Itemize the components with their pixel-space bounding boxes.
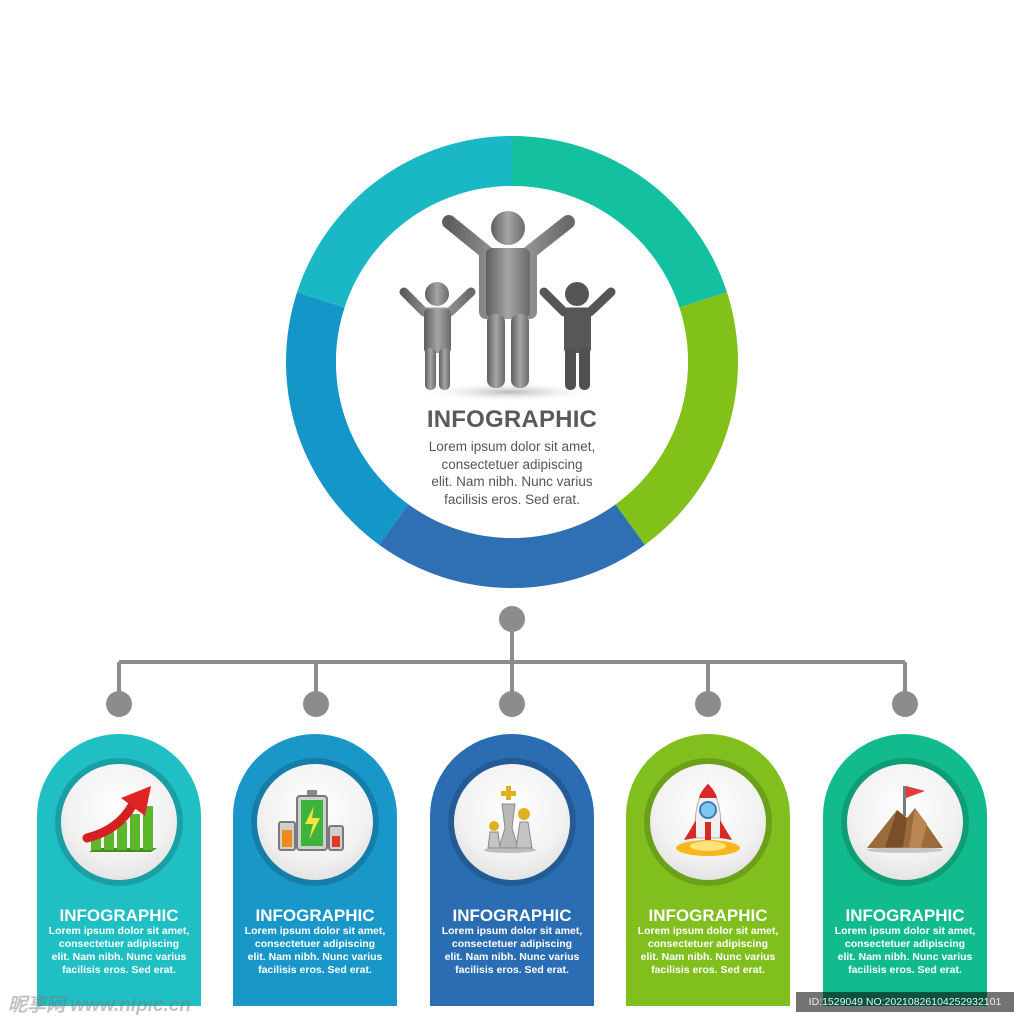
card-body-line: consectetuer adipiscing: [451, 938, 573, 950]
connector-node: [499, 691, 525, 717]
card-body-line: facilisis eros. Sed erat.: [62, 964, 176, 976]
ring-segment: [379, 504, 645, 589]
card-title: INFOGRAPHIC: [59, 906, 179, 925]
hub-body-line: facilisis eros. Sed erat.: [444, 491, 580, 507]
card-icon-frame: [251, 758, 379, 886]
family-icon: [399, 211, 616, 402]
card-body-line: elit. Nam nibh. Nunc varius: [640, 951, 776, 963]
hub-body: Lorem ipsum dolor sit amet, consectetuer…: [362, 438, 662, 508]
ring-segment: [286, 292, 409, 545]
card-body-line: Lorem ipsum dolor sit amet,: [48, 925, 190, 937]
card-body: Lorem ipsum dolor sit amet, consectetuer…: [43, 925, 195, 977]
battery-icon: [278, 790, 344, 851]
card-body-line: facilisis eros. Sed erat.: [455, 964, 569, 976]
card-icon-frame: [55, 758, 183, 886]
card-body: Lorem ipsum dolor sit amet, consectetuer…: [829, 925, 981, 977]
card-icon-frame: [841, 758, 969, 886]
growth-chart-icon: [82, 786, 157, 852]
connector-node: [695, 691, 721, 717]
connector-node: [303, 691, 329, 717]
hub-caption: INFOGRAPHIC Lorem ipsum dolor sit amet, …: [362, 406, 662, 508]
hub-ring: [286, 136, 739, 589]
card-body-line: Lorem ipsum dolor sit amet,: [834, 925, 976, 937]
card-body-line: elit. Nam nibh. Nunc varius: [247, 951, 383, 963]
card-body-line: consectetuer adipiscing: [844, 938, 966, 950]
card-body: Lorem ipsum dolor sit amet, consectetuer…: [239, 925, 391, 977]
card-goal: INFOGRAPHIC Lorem ipsum dolor sit amet, …: [823, 734, 987, 1006]
hub-body-line: elit. Nam nibh. Nunc varius: [431, 474, 593, 489]
card-launch: INFOGRAPHIC Lorem ipsum dolor sit amet, …: [626, 734, 790, 1006]
card-title: INFOGRAPHIC: [452, 906, 572, 925]
connector-tree: [106, 606, 918, 717]
card-body-line: elit. Nam nibh. Nunc varius: [444, 951, 580, 963]
card-title: INFOGRAPHIC: [648, 906, 768, 925]
card-body-line: Lorem ipsum dolor sit amet,: [441, 925, 583, 937]
card-title: INFOGRAPHIC: [845, 906, 965, 925]
card-body-line: consectetuer adipiscing: [647, 938, 769, 950]
chess-pieces-icon: [484, 786, 536, 853]
card-battery: INFOGRAPHIC Lorem ipsum dolor sit amet, …: [233, 734, 397, 1006]
ring-segment: [512, 136, 727, 308]
ring-segment: [615, 292, 739, 545]
hub-body-line: Lorem ipsum dolor sit amet,: [428, 439, 596, 454]
card-body: Lorem ipsum dolor sit amet, consectetuer…: [632, 925, 784, 977]
card-strategy: INFOGRAPHIC Lorem ipsum dolor sit amet, …: [430, 734, 594, 1006]
card-body-line: Lorem ipsum dolor sit amet,: [637, 925, 779, 937]
card-body-line: consectetuer adipiscing: [254, 938, 376, 950]
hub-body-line: consectetuer adipiscing: [441, 456, 583, 472]
watermark-left: 昵享网 www.nipic.cn: [8, 995, 191, 1016]
card-body-line: consectetuer adipiscing: [58, 938, 180, 950]
hub-title: INFOGRAPHIC: [426, 406, 598, 433]
rocket-icon: [676, 783, 740, 856]
watermark-right: ID:1529049 NO:20210826104252932101: [796, 992, 1014, 1012]
card-icon-frame: [644, 758, 772, 886]
card-title: INFOGRAPHIC: [255, 906, 375, 925]
card-icon-frame: [448, 758, 576, 886]
card-growth: INFOGRAPHIC Lorem ipsum dolor sit amet, …: [37, 734, 201, 1006]
card-body-line: elit. Nam nibh. Nunc varius: [51, 951, 187, 963]
mountain-flag-icon: [867, 786, 943, 853]
connector-node: [892, 691, 918, 717]
connector-node: [106, 691, 132, 717]
card-body-line: Lorem ipsum dolor sit amet,: [244, 925, 386, 937]
card-body-line: facilisis eros. Sed erat.: [258, 964, 372, 976]
card-body-line: facilisis eros. Sed erat.: [848, 964, 962, 976]
card-body-line: elit. Nam nibh. Nunc varius: [837, 951, 973, 963]
connector-node-top: [499, 606, 525, 632]
card-body-line: facilisis eros. Sed erat.: [651, 964, 765, 976]
ring-segment: [297, 136, 512, 308]
card-body: Lorem ipsum dolor sit amet, consectetuer…: [436, 925, 588, 977]
